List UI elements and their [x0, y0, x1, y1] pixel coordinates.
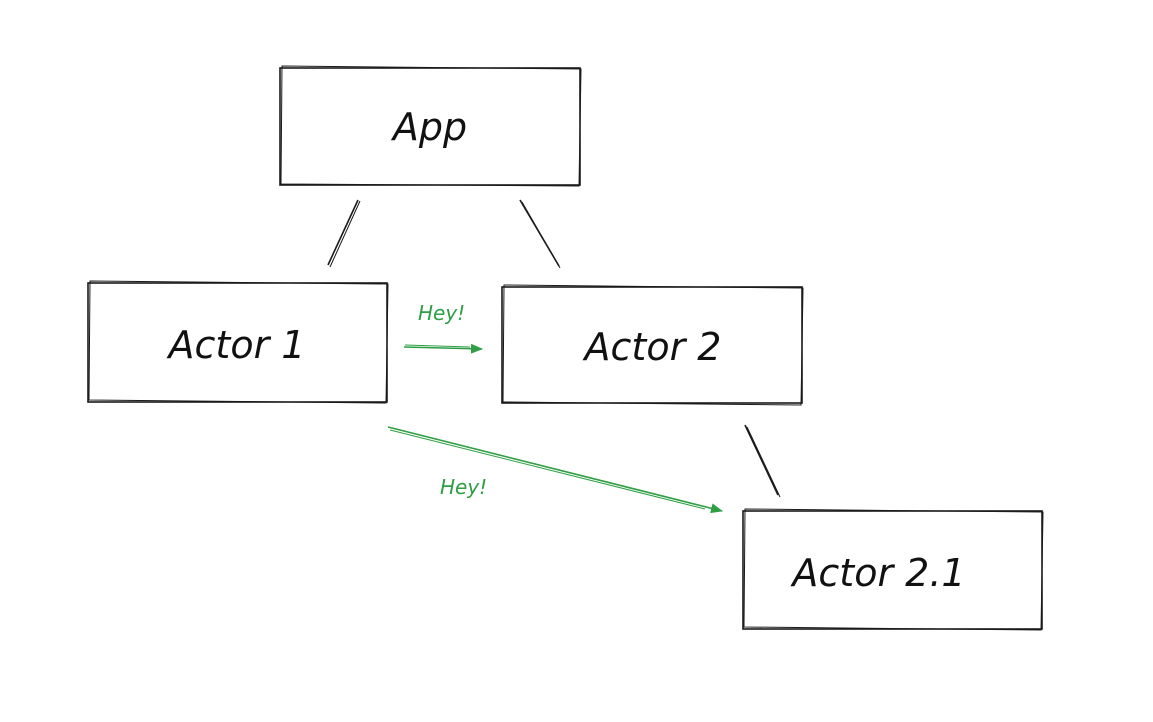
node-label: Actor 2.1	[789, 551, 965, 595]
message-actor1-actor2: Hey!	[403, 301, 483, 354]
node-label: Actor 1	[166, 323, 306, 367]
hierarchy-links	[327, 199, 781, 498]
node-label: Actor 2	[582, 325, 722, 369]
node-actor1[interactable]: Actor 1	[87, 280, 389, 404]
link-actor2-actor21	[744, 424, 781, 498]
node-app[interactable]: App	[279, 65, 582, 187]
message-arrows: Hey! Hey!	[387, 301, 723, 514]
node-actor21[interactable]: Actor 2.1	[742, 508, 1044, 631]
link-app-actor1	[327, 199, 361, 268]
node-actor2[interactable]: Actor 2	[501, 284, 804, 406]
message-label: Hey!	[440, 475, 487, 499]
link-app-actor2	[519, 199, 561, 269]
node-label: App	[390, 105, 467, 149]
message-label: Hey!	[418, 301, 465, 325]
message-actor1-actor21: Hey!	[387, 426, 723, 514]
